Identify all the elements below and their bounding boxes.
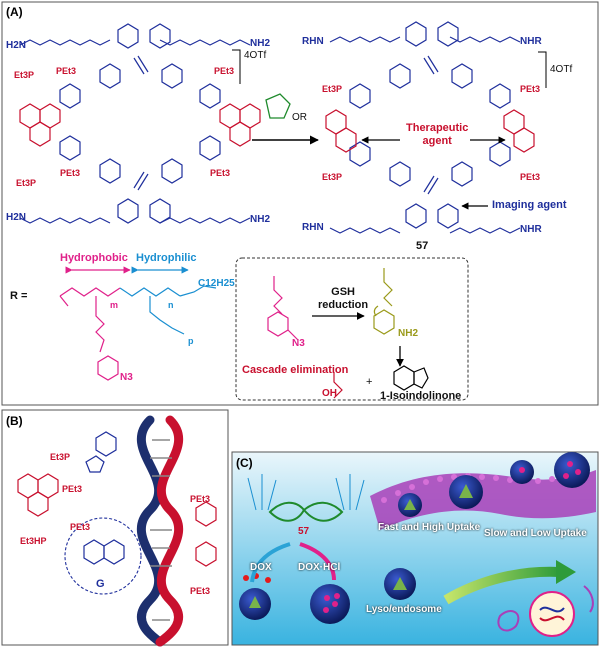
- uptake-arrow: [443, 566, 561, 605]
- pet3-right-a: Et3P: [322, 84, 343, 94]
- prodrug-left: [267, 276, 299, 341]
- azide-polymer: N3: [120, 372, 133, 383]
- pet3-right-b: PEt3: [520, 84, 541, 94]
- dna-helix: [136, 415, 184, 647]
- c12h25-label: C12H25: [198, 278, 235, 289]
- pet3-left-c: PEt3: [214, 66, 235, 76]
- pet3-b-b: PEt3: [62, 484, 83, 494]
- et3p-left-f: Et3P: [16, 178, 37, 188]
- nh2-bottom-right: NH2: [250, 214, 271, 225]
- dox-hcl-label: DOX·HCl: [298, 562, 341, 573]
- released-alcohol: [333, 372, 343, 399]
- nucleus: [529, 591, 575, 637]
- guanine-complex: [17, 431, 125, 565]
- charge-bracket-right: [538, 51, 547, 88]
- pet3-right-c: Et3P: [322, 172, 343, 182]
- plus-sign: +: [366, 376, 373, 388]
- right-pt-clips: [325, 109, 535, 153]
- er-membrane: [583, 585, 594, 613]
- imaging-agent-label: Imaging agent: [492, 199, 567, 211]
- reagent-or: OR: [292, 112, 307, 123]
- charge-bracket-left: [232, 49, 241, 84]
- pet3-left-d: PEt3: [60, 168, 81, 178]
- cell-membrane: [370, 470, 596, 530]
- guanine-g-label: G: [96, 578, 105, 590]
- intermediate: [373, 268, 395, 335]
- pet3-left-b: PEt3: [56, 66, 77, 76]
- nhr-bottom-right: NHR: [520, 224, 542, 235]
- nh2-top-right: NH2: [250, 38, 271, 49]
- cascade-box: [235, 257, 469, 401]
- et3p-b-a: Et3P: [50, 452, 71, 462]
- pet3-left-a: Et3P: [14, 70, 35, 80]
- panel-b-label: (B): [6, 414, 23, 428]
- nucleus-content: [539, 606, 565, 622]
- subscript-n: n: [168, 300, 174, 310]
- micelle-cargo: [249, 461, 581, 613]
- h2n-bottom-left: H2N: [6, 212, 27, 223]
- mitochondrion: [497, 610, 520, 632]
- panel-b-frame: [1, 409, 229, 646]
- pet3-b-c: PEt3: [70, 522, 91, 532]
- cascade-elimination-label: Cascade elimination: [242, 364, 349, 376]
- panel-c-label: (C): [236, 456, 253, 470]
- rhn-bottom-left: RHN: [302, 222, 324, 233]
- arrow-dox: [250, 542, 291, 583]
- pet3-right-d: PEt3: [520, 172, 541, 182]
- counter-ion-left: 4OTf: [244, 50, 267, 61]
- hydrophobic-label: Hydrophobic: [60, 252, 128, 264]
- right-metallacycle: [329, 21, 521, 234]
- counter-ion-right: 4OTf: [550, 64, 573, 75]
- dox-label: DOX: [250, 562, 272, 573]
- arrow-dox-hcl: [299, 542, 336, 581]
- lysosome-label: Lyso/endosome: [366, 604, 442, 615]
- isoindolinone-label: 1-Isoindolinone: [380, 390, 462, 402]
- pet3-b-e: PEt3: [190, 586, 211, 596]
- r-definition-label: R =: [10, 290, 28, 302]
- h2n-top-left: H2N: [6, 40, 27, 51]
- pet3-left-e: PEt3: [210, 168, 231, 178]
- hydrophilic-label: Hydrophilic: [136, 252, 197, 264]
- hydroxyl-label: OH: [322, 388, 337, 399]
- subscript-m: m: [110, 300, 119, 310]
- therapeutic-agent-label: Therapeutic agent: [406, 122, 469, 147]
- polymer-backbone: [59, 285, 217, 381]
- amine-intermediate: NH2: [398, 328, 419, 339]
- compound-57-dimer: [247, 474, 365, 522]
- compound-57-c: 57: [298, 526, 310, 537]
- gsh-reduction-label: GSH reduction: [318, 286, 369, 311]
- dna-bound-complex: [195, 501, 217, 567]
- uptake-arrow-head: [556, 560, 576, 584]
- left-pt-clips: [19, 103, 261, 147]
- subscript-p: p: [188, 336, 194, 346]
- rhn-top-left: RHN: [302, 36, 324, 47]
- fast-uptake-label: Fast and High Uptake: [378, 522, 481, 533]
- slow-uptake-label: Slow and Low Uptake: [484, 528, 587, 539]
- et3hp-b: Et3HP: [20, 536, 47, 546]
- pet3-b-d: PEt3: [190, 494, 211, 504]
- nhr-top-right: NHR: [520, 36, 542, 47]
- azide-prodrug: N3: [292, 338, 305, 349]
- dna-rungs: [150, 439, 172, 621]
- left-metallacycle: [19, 23, 251, 224]
- isoindolinone-structure: [393, 365, 429, 391]
- nhs-ester: [265, 93, 291, 119]
- compound-57-label: 57: [416, 240, 429, 252]
- panel-a-label: (A): [6, 5, 23, 19]
- guanine-dashed-circle: [64, 517, 142, 595]
